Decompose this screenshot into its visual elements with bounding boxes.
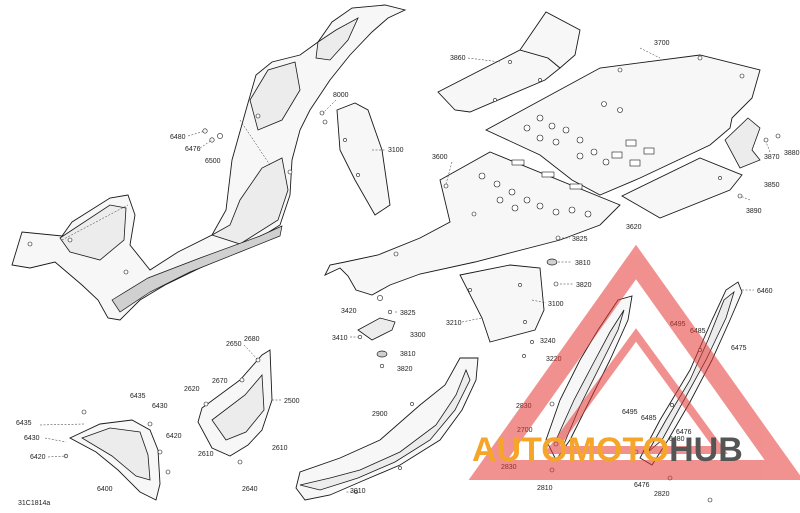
callout-label: 2810	[537, 485, 553, 492]
callout-label: 6435	[16, 420, 32, 427]
fastener-group-center	[546, 235, 574, 287]
callout-label: 6400	[97, 486, 113, 493]
callout-label: 2900	[372, 411, 388, 418]
watermark-word-1: AUTO	[472, 431, 568, 469]
panel-6400	[39, 409, 171, 501]
fastener-group-top	[187, 99, 337, 149]
diagram-code: 31C1814a	[18, 500, 50, 507]
side-panel-2500	[197, 344, 282, 465]
callout-label: 3890	[746, 208, 762, 215]
watermark-triangle	[468, 244, 800, 480]
callout-label: 8000	[333, 92, 349, 99]
callout-label: 6476	[676, 429, 692, 436]
callout-label: 3810	[400, 351, 416, 358]
callout-label: 6435	[130, 393, 146, 400]
callout-label: 6495	[622, 409, 638, 416]
side-panel-3100-upper	[336, 102, 391, 216]
callout-label: 6475	[731, 345, 747, 352]
callout-label: 3860	[450, 55, 466, 62]
callout-label: 3010	[350, 488, 366, 495]
callout-label: 6476	[185, 146, 201, 153]
callout-label: 3810	[575, 260, 591, 267]
side-panel-3100-lower	[459, 264, 547, 358]
callout-label: 2680	[244, 336, 260, 343]
panel-3850	[621, 157, 751, 219]
callout-label: 3825	[572, 236, 588, 243]
callout-label: 3100	[388, 147, 404, 154]
callout-label: 6500	[205, 158, 221, 165]
callout-label: 6420	[30, 454, 46, 461]
callout-label: 3300	[410, 332, 426, 339]
watermark-text: AUTOMOTOHUB	[472, 431, 743, 469]
callout-label: 2610	[198, 451, 214, 458]
callout-label: 3100	[548, 301, 564, 308]
callout-label: 6480	[170, 134, 186, 141]
callout-label: 6480	[669, 436, 685, 443]
callout-label: 6430	[152, 403, 168, 410]
floor-panel-3700	[484, 47, 761, 196]
bracket-3300	[350, 309, 398, 369]
callout-label: 3850	[764, 182, 780, 189]
callout-label: 2640	[242, 486, 258, 493]
callout-label: 6485	[690, 328, 706, 335]
svg-text:AUTOMOTOHUB: AUTOMOTOHUB	[472, 431, 743, 469]
callout-label: 3820	[576, 282, 592, 289]
callout-label: 3825	[400, 310, 416, 317]
callout-label: 6430	[24, 435, 40, 442]
callout-label: 3210	[446, 320, 462, 327]
callout-labels: 3860 3700 8000 6480 6476 6500 3100 3600 …	[16, 40, 800, 507]
floor-pan-3600	[324, 151, 621, 301]
rocker-panel-2900	[295, 357, 479, 501]
callout-label: 6420	[166, 433, 182, 440]
panel-3860	[437, 11, 581, 113]
callout-label: 3620	[626, 224, 642, 231]
front-fender-panel	[11, 4, 407, 321]
callout-label: 3600	[432, 154, 448, 161]
callout-label: 2610	[272, 445, 288, 452]
bracket-3870	[724, 117, 781, 169]
watermark-triangle-inner	[544, 328, 728, 454]
callout-label: 3220	[546, 356, 562, 363]
callout-label: 3410	[332, 335, 348, 342]
callout-label: 2500	[284, 398, 300, 405]
callout-label: 3240	[540, 338, 556, 345]
callout-label: 2620	[184, 386, 200, 393]
callout-label: 3880	[784, 150, 800, 157]
callout-label: 3820	[397, 366, 413, 373]
callout-label: 3700	[654, 40, 670, 47]
callout-label: 2650	[226, 341, 242, 348]
watermark-word-3: HUB	[669, 431, 743, 469]
callout-label: 6460	[757, 288, 773, 295]
callout-label: 2670	[212, 378, 228, 385]
callout-label: 3420	[341, 308, 357, 315]
callout-label: 6485	[641, 415, 657, 422]
callout-label: 3870	[764, 154, 780, 161]
callout-label: 6476	[634, 482, 650, 489]
callout-label: 2820	[654, 491, 670, 498]
watermark-word-2: MOTO	[568, 431, 669, 469]
watermark-logo	[468, 244, 800, 480]
